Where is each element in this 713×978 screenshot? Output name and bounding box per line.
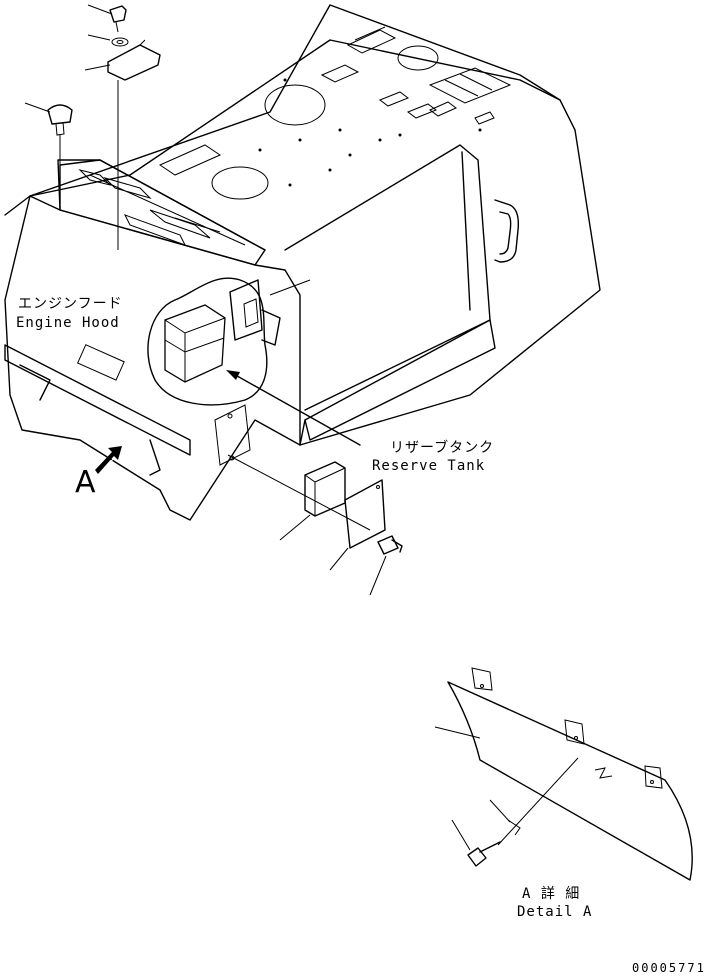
engine-hood-label-en: Engine Hood <box>16 315 120 331</box>
reserve-tank-label-jp: リザーブタンク <box>390 439 494 456</box>
view-arrow-icon <box>95 446 122 477</box>
reserve-tank <box>164 304 226 383</box>
reserve-tank-group <box>147 277 361 446</box>
view-marker-a: A <box>75 465 96 500</box>
flange-bolt <box>369 535 403 596</box>
detail-a-panel <box>434 667 693 881</box>
cap-knob <box>24 102 73 205</box>
engine-hood-label-jp: エンジンフード <box>18 296 123 312</box>
top-vents <box>158 26 512 200</box>
bracket-plate <box>84 39 161 250</box>
detail-a-label-jp: A 詳 細 <box>522 886 580 902</box>
washer <box>87 34 129 47</box>
tank-bracket <box>229 279 263 341</box>
detail-a-label-en: Detail A <box>517 904 592 920</box>
engine-hood-outline <box>4 4 601 521</box>
cover-plate <box>329 479 386 571</box>
drawing-number: 00005771 <box>632 961 706 975</box>
reserve-tank-label-en: Reserve Tank <box>372 458 485 474</box>
bolt-top <box>87 4 127 33</box>
